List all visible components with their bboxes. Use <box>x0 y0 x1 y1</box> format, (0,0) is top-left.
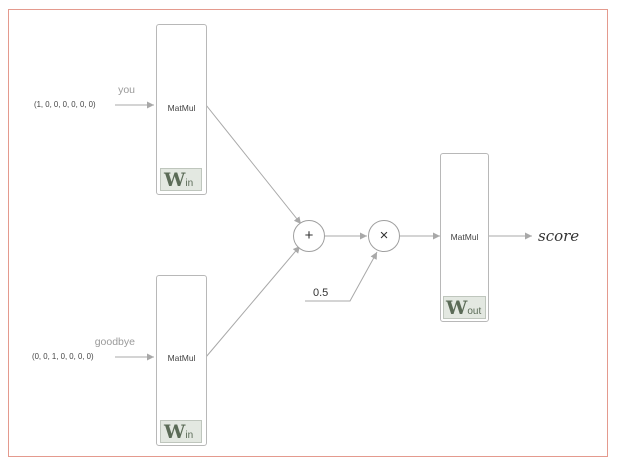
matmul-top-label: MatMul <box>167 103 196 113</box>
weight-wout-symbol: W <box>446 297 468 319</box>
arrow-matmul-top-to-add <box>205 104 302 225</box>
input-vector-goodbye: (0, 0, 1, 0, 0, 0, 0) <box>32 352 94 361</box>
input-word-you: you <box>118 84 135 96</box>
weight-win-top-subscript: in <box>185 178 194 189</box>
weight-win-top-symbol: W <box>164 169 186 191</box>
scalar-value: 0.5 <box>313 287 329 299</box>
arrow-matmul-bottom-to-add <box>205 245 301 358</box>
matmul-layer-bottom: MatMul Win <box>156 275 207 446</box>
matmul-out-label: MatMul <box>450 232 479 242</box>
weight-win-bottom: Win <box>160 420 202 443</box>
add-node: + <box>293 220 325 252</box>
matmul-bottom-label: MatMul <box>167 353 196 363</box>
weight-win-bottom-symbol: W <box>164 421 186 443</box>
matmul-layer-out: MatMul Wout <box>440 153 489 322</box>
weight-win-top: Win <box>160 168 202 191</box>
weight-wout: Wout <box>443 296 486 319</box>
input-word-goodbye: goodbye <box>94 336 135 348</box>
arrow-scalar-to-multiply <box>305 251 378 302</box>
weight-wout-subscript: out <box>467 306 482 317</box>
weight-win-bottom-subscript: in <box>185 430 194 441</box>
output-score-label: score <box>538 227 580 245</box>
multiply-node: × <box>368 220 400 252</box>
matmul-layer-top: MatMul Win <box>156 24 207 195</box>
input-vector-you: (1, 0, 0, 0, 0, 0, 0) <box>34 100 96 109</box>
diagram-frame <box>8 9 608 457</box>
